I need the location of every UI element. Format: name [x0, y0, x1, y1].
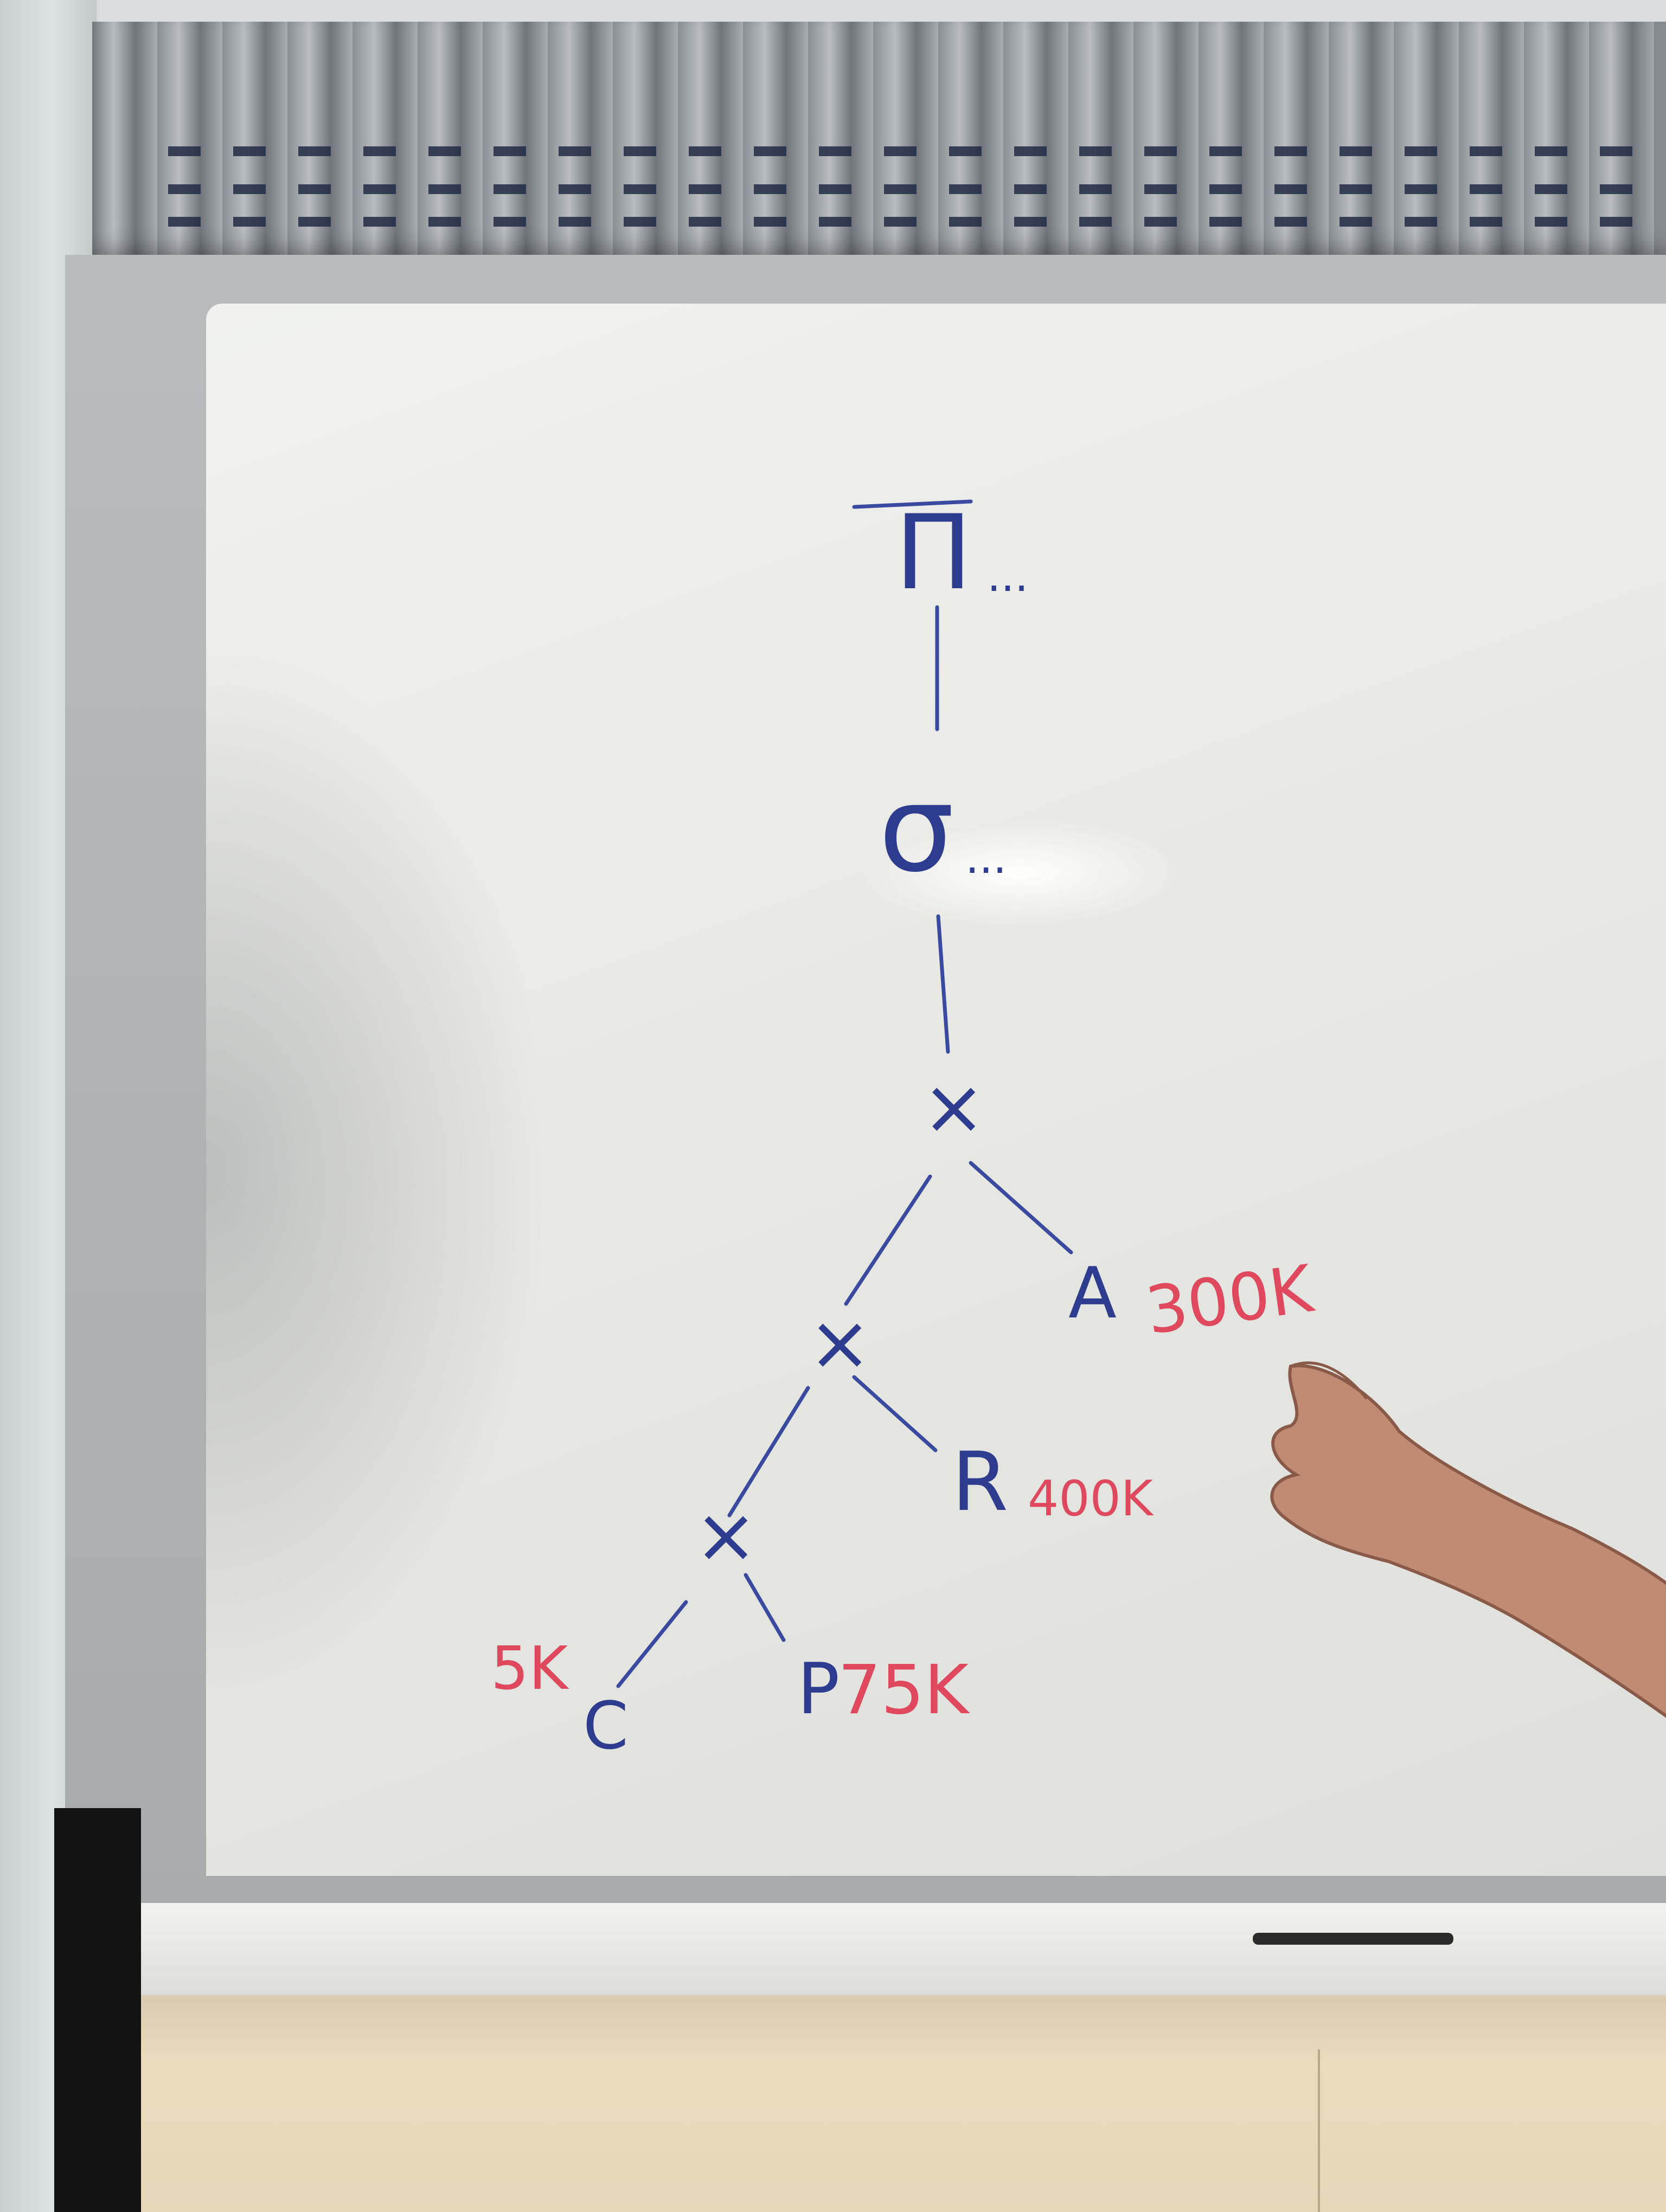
whiteboard-ledge	[130, 1903, 1666, 1995]
leaf-c: C	[583, 1689, 629, 1764]
cabinet	[108, 1995, 1666, 2212]
sigma-dots: ...	[965, 833, 1007, 883]
monitor-edge	[54, 1808, 141, 2212]
pi-dots: ...	[987, 551, 1028, 601]
node-sigma: σ	[879, 760, 954, 898]
node-join-top: ×	[922, 1063, 985, 1152]
whiteboard	[206, 304, 1666, 1876]
node-join-mid: ×	[808, 1299, 872, 1387]
size-p: 75K	[838, 1651, 970, 1729]
node-pi: Π	[895, 493, 972, 613]
leaf-a: A	[1068, 1252, 1117, 1334]
cable-tray	[92, 22, 1666, 266]
leaf-p: P	[797, 1648, 840, 1730]
size-r: 400K	[1028, 1470, 1154, 1527]
pointing-hand	[1270, 1361, 1666, 1718]
size-c: 5K	[491, 1634, 569, 1703]
pi-bar	[852, 499, 973, 509]
edge-sigma-join	[936, 914, 950, 1054]
node-join-low: ×	[694, 1491, 758, 1580]
edge-joinmid-joinlow	[727, 1386, 810, 1517]
edge-joinlow-p	[744, 1573, 786, 1642]
edge-joinlow-c	[616, 1600, 688, 1688]
marker	[1253, 1933, 1453, 1945]
edge-join-joinmid	[844, 1174, 932, 1306]
edge-join-a	[969, 1161, 1073, 1255]
leaf-r: R	[952, 1435, 1008, 1529]
edge-joinmid-r	[852, 1375, 938, 1452]
